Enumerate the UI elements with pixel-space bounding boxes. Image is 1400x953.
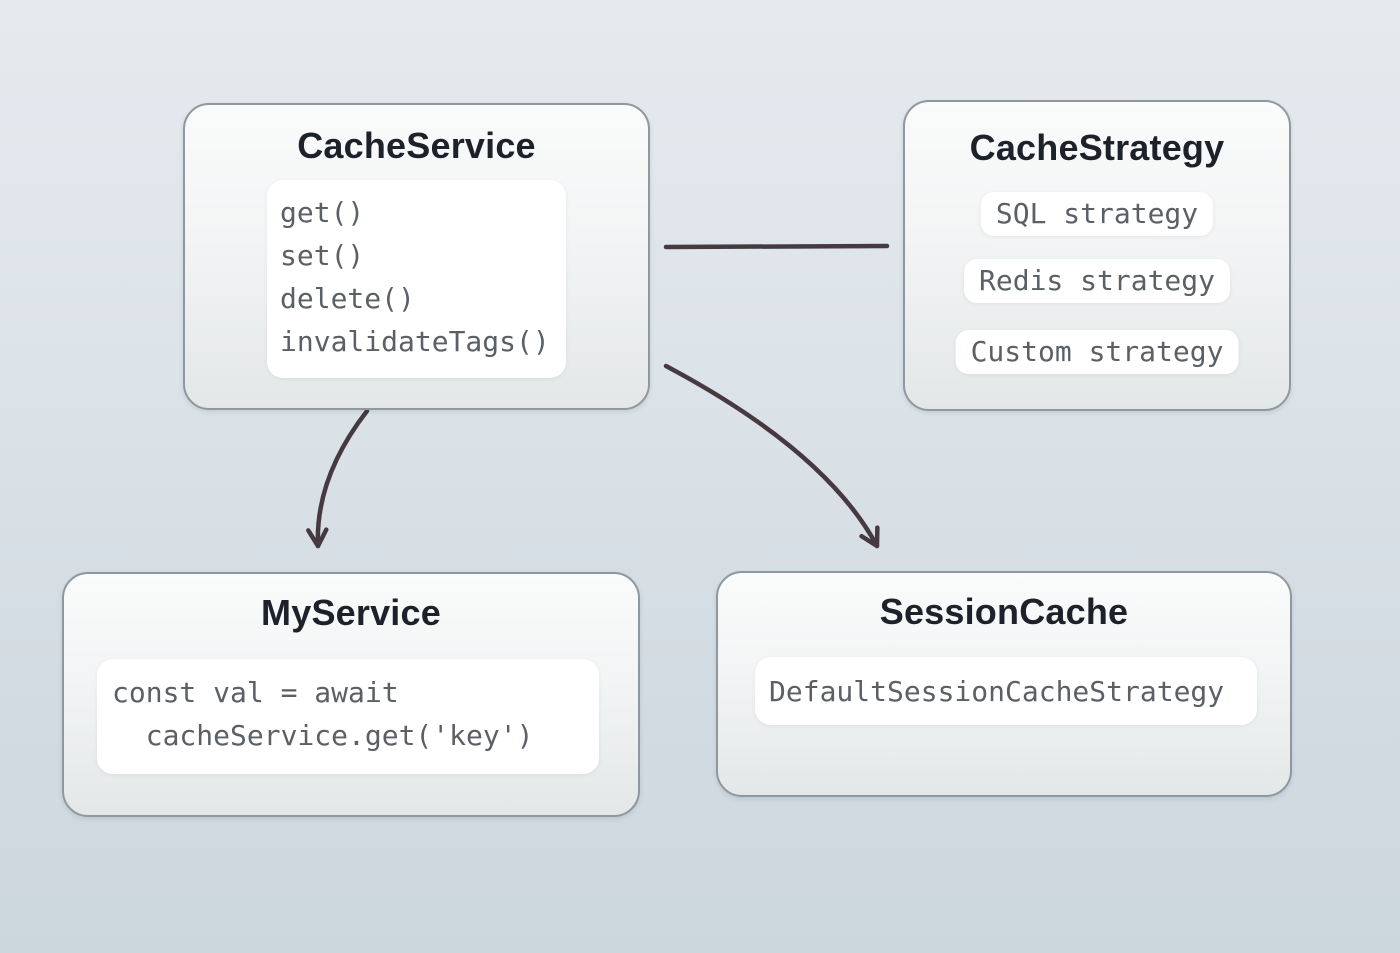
node-sessioncache: SessionCache DefaultSessionCacheStrategy	[716, 571, 1292, 797]
edge-cacheservice-cachestrategy	[663, 243, 890, 250]
strategy-pill: SQL strategy	[980, 192, 1214, 236]
method-item: delete()	[280, 282, 415, 315]
method-item: get()	[280, 196, 365, 229]
code-panel: const val = await cacheService.get('key'…	[97, 659, 599, 774]
method-item: invalidateTags()	[280, 325, 550, 358]
node-title: MyService	[261, 592, 441, 633]
edge-cacheservice-myservice	[306, 408, 370, 549]
code-panel: DefaultSessionCacheStrategy	[755, 657, 1257, 725]
node-title: CacheStrategy	[969, 127, 1225, 168]
node-myservice: MyService const val = await cacheService…	[62, 572, 640, 817]
node-cacheservice: CacheService get() set() delete() invalidat…	[183, 103, 650, 410]
code-panel: get() set() delete() invalidateTags()	[267, 180, 566, 378]
edge-cacheservice-sessioncache	[663, 363, 880, 549]
strategy-pill: Redis strategy	[963, 259, 1231, 303]
method-item: set()	[280, 239, 365, 272]
node-title: SessionCache	[879, 591, 1129, 632]
node-cachestrategy: CacheStrategy SQL strategy Redis strateg…	[903, 100, 1291, 411]
strategy-pill: Custom strategy	[955, 330, 1239, 374]
node-title: CacheService	[297, 125, 536, 166]
